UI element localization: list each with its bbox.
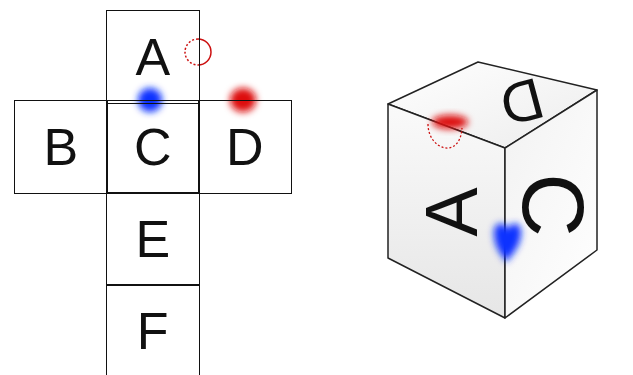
dotted-circle-half <box>185 39 198 65</box>
net-face: A <box>106 10 200 104</box>
face-letter: F <box>137 305 169 357</box>
dotted-circle-half <box>428 124 462 148</box>
red-mark <box>432 115 468 129</box>
face-letter: B <box>43 121 78 173</box>
cube-face-letter: C <box>509 173 597 237</box>
cube-left-face <box>388 104 505 318</box>
face-letter: C <box>134 121 172 173</box>
face-letter: D <box>226 121 264 173</box>
net-face: C <box>106 100 200 194</box>
net-face: B <box>14 100 108 194</box>
solid-circle-half <box>198 39 211 65</box>
face-letter: A <box>135 31 170 83</box>
cube-face-letter: A <box>415 187 489 236</box>
face-letter: E <box>135 213 170 265</box>
net-face: F <box>106 284 200 375</box>
net-face: E <box>106 192 200 286</box>
net-face: D <box>198 100 292 194</box>
